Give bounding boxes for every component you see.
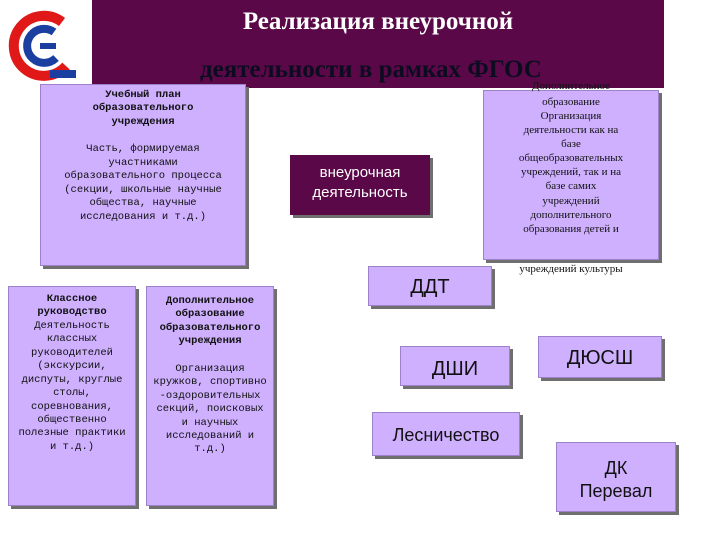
arrow-curriculum-to-school (199, 267, 223, 291)
curriculum-body-line3: образовательного процесса (64, 170, 222, 183)
school-additional-heading-line2: образование (175, 308, 245, 321)
additional-education-box: Дополнительное образование Организация д… (483, 80, 659, 275)
additional-education-line2: Организация (540, 110, 602, 123)
class-guidance-body-line10: и т.д.) (49, 440, 95, 453)
dyush-label: ДЮСШ (566, 347, 634, 369)
arrow-to-dshi (510, 267, 561, 360)
class-guidance-heading-line2: руководство (37, 306, 107, 319)
school-additional-education-box: Дополнительное образование образовательн… (146, 286, 274, 506)
additional-education-line10: образования детей и (523, 222, 619, 235)
logo (0, 0, 92, 92)
arrow-center-to-additional (431, 145, 485, 163)
logo-emblem-icon (0, 0, 92, 92)
school-additional-body-line3: -оздоровительных (159, 389, 261, 402)
forestry-box: Лесничество (372, 412, 520, 456)
additional-education-heading: Дополнительное (531, 80, 611, 92)
ddt-label: ДДТ (410, 276, 450, 298)
ddt-box: ДДТ (368, 266, 492, 306)
school-additional-body-line5: и научных (181, 416, 239, 429)
additional-education-line5: общеобразовательных (518, 152, 624, 165)
curriculum-body-line1: Часть, формируемая (86, 143, 200, 156)
class-guidance-body-line2: классных (46, 333, 98, 346)
class-guidance-body-line4: (экскурсии, (37, 360, 107, 373)
dshi-label: ДШИ (431, 358, 479, 380)
header-banner: Реализация внеурочной (92, 0, 664, 88)
arrow-to-ddt (496, 261, 541, 283)
school-additional-body-line6: исследований и т.д.) (165, 429, 255, 456)
curriculum-box: Учебный план образовательного учреждения… (40, 84, 246, 266)
school-additional-heading-line4: учреждения (178, 335, 242, 348)
dk-box: ДК Перевал (556, 442, 676, 512)
arrow-to-forestry (478, 289, 546, 420)
page-title-line1: Реализация внеурочной (242, 8, 514, 35)
extracurricular-line2: деятельность (312, 184, 408, 202)
additional-education-line1: образование (542, 96, 600, 108)
curriculum-heading-line3: учреждения (111, 115, 175, 128)
dk-label-line2: Перевал (579, 481, 653, 502)
extracurricular-line1: внеурочная (319, 164, 401, 181)
class-guidance-box: Классное руководство Деятельность классн… (8, 286, 136, 506)
dyush-box: ДЮСШ (538, 336, 662, 378)
curriculum-body-line6: исследования и т.д.) (79, 210, 207, 223)
additional-education-line7: базе самих (545, 180, 597, 193)
arrow-curriculum-to-center (249, 183, 292, 201)
extracurricular-activity-box: внеурочная деятельность (290, 155, 430, 215)
curriculum-body-line2: участниками (108, 156, 178, 169)
additional-education-line9: дополнительного (530, 208, 612, 221)
class-guidance-body-line9: полезные практики (18, 427, 126, 440)
class-guidance-heading-line1: Классное (46, 293, 98, 305)
curriculum-heading-line1: Учебный план (105, 89, 181, 101)
school-additional-body-line1: Организация (175, 362, 245, 375)
class-guidance-body-line3: руководителей (31, 346, 113, 359)
arrow-curriculum-to-class (36, 267, 81, 290)
arrow-to-dyush (589, 267, 607, 344)
curriculum-body-line4: (секции, школьные научные (64, 183, 222, 196)
class-guidance-body-line1: Деятельность (34, 319, 110, 332)
class-guidance-body-line5: диспуты, круглые (21, 373, 123, 386)
page-title-line2: деятельности в рамках ФГОС (200, 56, 542, 83)
class-guidance-body-line8: общественно (37, 413, 107, 426)
school-additional-heading-line3: образовательного (159, 321, 261, 334)
school-additional-heading-line1: Дополнительное (165, 295, 255, 307)
additional-education-line8: учреждений (542, 194, 600, 207)
additional-education-line3: деятельности как на (523, 124, 619, 137)
school-additional-body-line4: секций, поисковых (156, 403, 264, 416)
class-guidance-body-line7: соревнования, (31, 400, 113, 413)
additional-education-line6: учреждений, так и на (521, 166, 621, 179)
dk-label-line1: ДК (604, 458, 628, 478)
class-guidance-body-line6: столы, (53, 387, 91, 400)
additional-education-line11: учреждений культуры (519, 263, 623, 275)
additional-education-line4: базе (561, 138, 581, 151)
school-additional-body-line2: кружков, спортивно (153, 376, 267, 389)
curriculum-body-line5: общества, научные (89, 197, 197, 210)
forestry-label: Лесничество (392, 425, 500, 445)
curriculum-heading-line2: образовательного (92, 102, 194, 115)
dshi-box: ДШИ (400, 346, 510, 386)
